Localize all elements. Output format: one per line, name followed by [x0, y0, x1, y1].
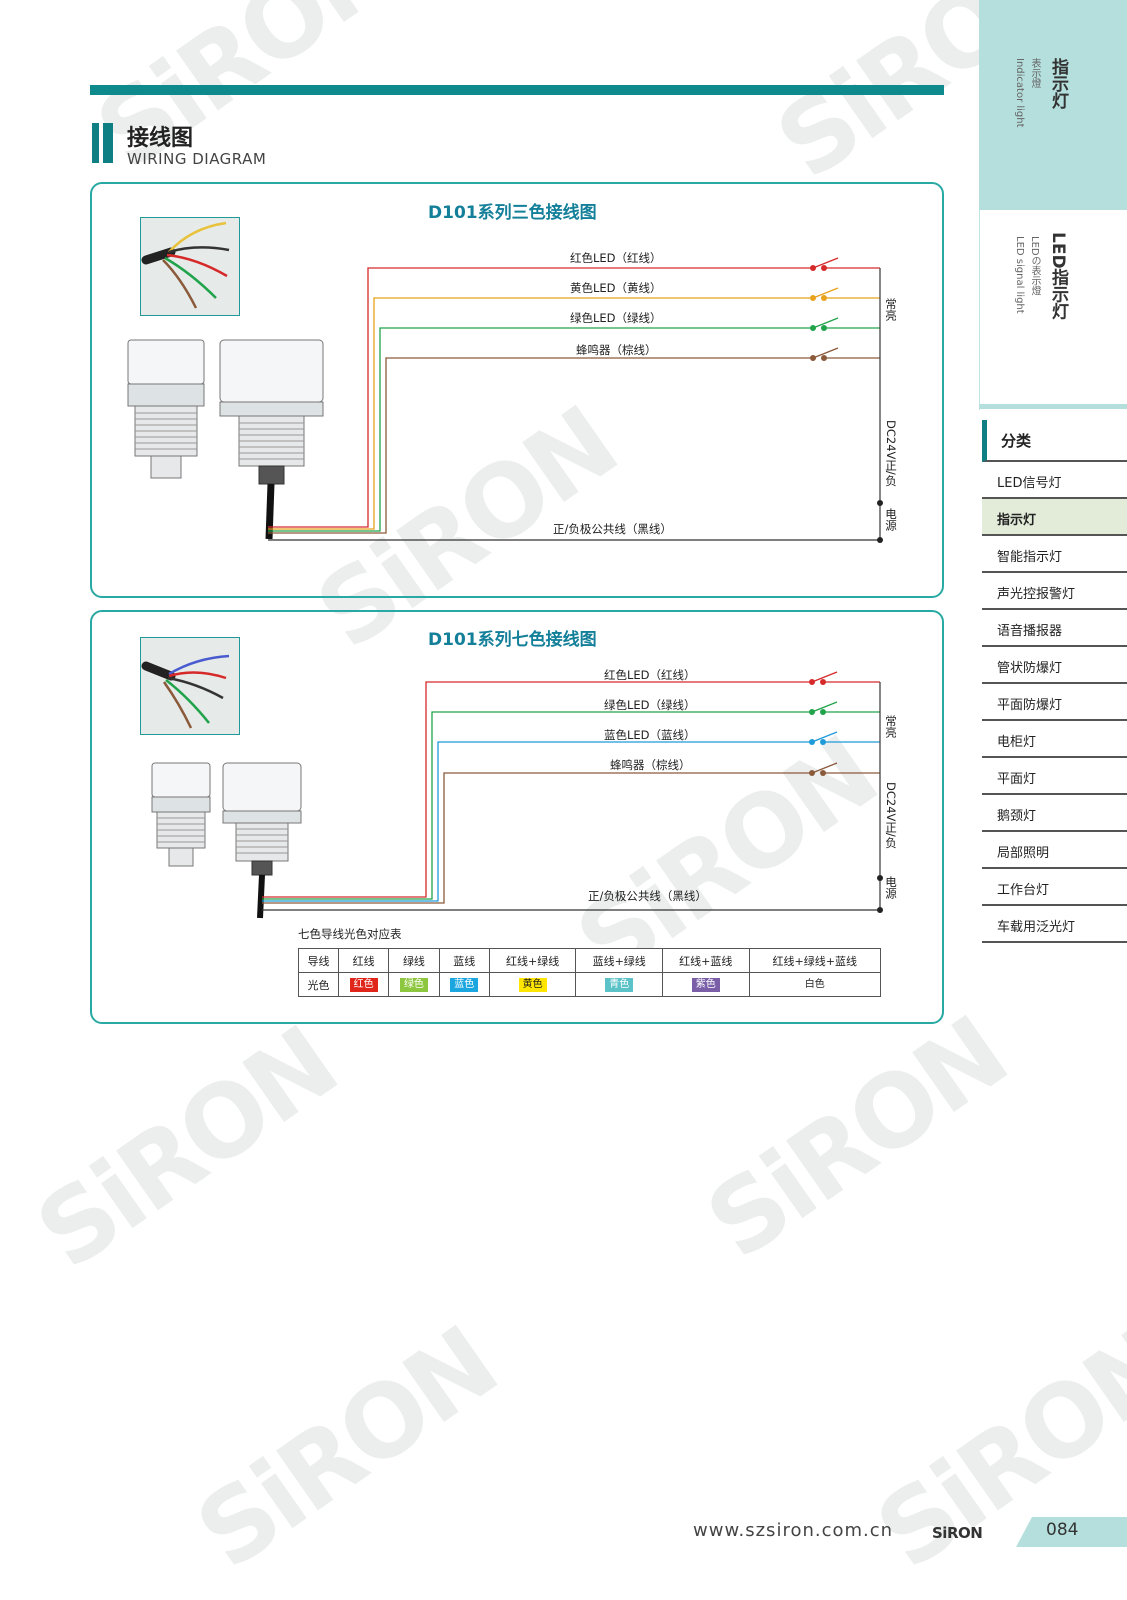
sidebar-category-heading: 分类 [982, 420, 1127, 462]
table-color-cell: 绿色 [388, 972, 440, 997]
diagram-panel-seven-color [90, 610, 944, 1024]
sidebar-mid-sub-cn: LEDの表示燈 [1029, 236, 1040, 296]
footer-brand-logo: SiRON [932, 1524, 983, 1542]
color-mapping-table: 导线 红线绿线蓝线红线+绿线蓝线+绿线红线+蓝线红线+绿线+蓝线 光色 红色 绿色… [298, 948, 882, 997]
wire-label-red: 红色LED（红线） [604, 668, 696, 682]
sidebar-divider [979, 404, 1127, 409]
section-marker [92, 123, 99, 163]
section-title: 接线图 [127, 126, 194, 151]
watermark-logo: SiRON [686, 995, 1026, 1282]
diagram-title: D101系列三色接线图 [428, 203, 597, 223]
page-number-tab [1016, 1517, 1127, 1547]
table-color-cell: 红色 [337, 972, 390, 997]
sidebar-item[interactable]: 电柜灯 [982, 721, 1127, 758]
table-row-colors: 光色 红色 绿色 蓝色 黄色 青色 紫色 白色 [298, 972, 882, 997]
table-color-cell: 青色 [575, 972, 663, 997]
color-swatch: 绿色 [399, 978, 428, 992]
dc-voltage-label: DC24V正/负 [884, 420, 898, 487]
table-header-cell: 光色 [298, 972, 339, 997]
color-swatch: 白色 [800, 978, 829, 992]
wiring-schematic-seven-color [262, 671, 883, 913]
table-wire-cell: 红线+绿线 [488, 948, 577, 973]
power-label: 电源 [884, 508, 898, 531]
indicator-light-small [127, 339, 205, 479]
always-on-label: 常亮 [884, 298, 898, 321]
sidebar-item[interactable]: LED信号灯 [982, 462, 1127, 499]
table-wire-cell: 红线+蓝线 [661, 948, 750, 973]
common-wire-label: 正/负极公共线（黑线） [588, 889, 707, 903]
sidebar-mid-sub-en: LED signal light [1014, 236, 1025, 314]
table-wire-cell: 红线+绿线+蓝线 [748, 948, 882, 973]
sidebar-item[interactable]: 平面灯 [982, 758, 1127, 795]
table-wire-cell: 蓝线+绿线 [575, 948, 663, 973]
color-swatch: 蓝色 [450, 978, 479, 992]
indicator-light-small [151, 762, 211, 867]
sidebar-item[interactable]: 平面防爆灯 [982, 684, 1127, 721]
sidebar-top-title: 指示灯 [1048, 58, 1068, 109]
wiring-schematic-three-color [268, 257, 883, 543]
table-wire-cell: 绿线 [388, 948, 440, 973]
color-swatch: 紫色 [691, 978, 720, 992]
common-wire-label: 正/负极公共线（黑线） [553, 522, 672, 536]
color-swatch: 黄色 [518, 978, 547, 992]
table-color-cell: 白色 [748, 972, 882, 997]
sidebar-item[interactable]: 管状防爆灯 [982, 647, 1127, 684]
sidebar-item[interactable]: 工作台灯 [982, 869, 1127, 906]
sidebar-item[interactable]: 车载用泛光灯 [982, 906, 1127, 943]
sidebar-item[interactable]: 指示灯 [982, 499, 1127, 536]
diagram-panel-three-color [90, 182, 944, 598]
indicator-light-large [219, 339, 324, 549]
wire-label-green: 绿色LED（绿线） [570, 311, 662, 325]
wire-label-buzzer: 蜂鸣器（棕线） [576, 343, 657, 357]
wire-label-blue: 蓝色LED（蓝线） [604, 728, 696, 742]
table-wire-cell: 红线 [337, 948, 390, 973]
diagram-title: D101系列七色接线图 [428, 630, 597, 650]
sidebar-top-sub-en: Indicator light [1014, 58, 1025, 128]
dc-voltage-label: DC24V正/负 [884, 782, 898, 849]
wire-label-buzzer: 蜂鸣器（棕线） [610, 758, 691, 772]
color-table-caption: 七色导线光色对应表 [298, 927, 402, 941]
section-subtitle: WIRING DIAGRAM [127, 150, 267, 168]
power-label: 电源 [884, 876, 898, 899]
top-accent-bar [90, 85, 944, 95]
wire-label-green: 绿色LED（绿线） [604, 698, 696, 712]
watermark-logo: SiRON [856, 1305, 1127, 1592]
color-swatch: 红色 [349, 978, 378, 992]
table-color-cell: 蓝色 [438, 972, 490, 997]
sidebar-item[interactable]: 智能指示灯 [982, 536, 1127, 573]
sidebar-mid-title: LED指示灯 [1048, 232, 1068, 320]
indicator-light-large [222, 762, 302, 922]
table-row-wires: 导线 红线绿线蓝线红线+绿线蓝线+绿线红线+蓝线红线+绿线+蓝线 [298, 948, 882, 973]
sidebar-item[interactable]: 局部照明 [982, 832, 1127, 869]
watermark-logo: SiRON [16, 1005, 356, 1292]
always-on-label: 常亮 [884, 715, 898, 738]
wire-label-red: 红色LED（红线） [570, 251, 662, 265]
watermark-logo: SiRON [176, 1305, 516, 1592]
table-color-cell: 黄色 [488, 972, 577, 997]
page-number: 084 [1046, 1520, 1079, 1540]
section-marker [103, 123, 113, 163]
color-swatch: 青色 [605, 978, 634, 992]
table-color-cell: 紫色 [661, 972, 750, 997]
wire-photo [140, 217, 240, 316]
sidebar-category-banner [979, 0, 1127, 210]
sidebar-item[interactable]: 声光控报警灯 [982, 573, 1127, 610]
wire-label-yellow: 黄色LED（黄线） [570, 281, 662, 295]
table-header-cell: 导线 [298, 948, 339, 973]
sidebar-subcategory-banner [979, 210, 1127, 410]
sidebar-item[interactable]: 鹅颈灯 [982, 795, 1127, 832]
footer-website[interactable]: www.szsiron.com.cn [693, 1520, 894, 1541]
wire-photo [140, 637, 240, 735]
sidebar-item[interactable]: 语音播报器 [982, 610, 1127, 647]
sidebar-top-sub-cn: 表示燈 [1029, 58, 1040, 88]
table-wire-cell: 蓝线 [438, 948, 490, 973]
